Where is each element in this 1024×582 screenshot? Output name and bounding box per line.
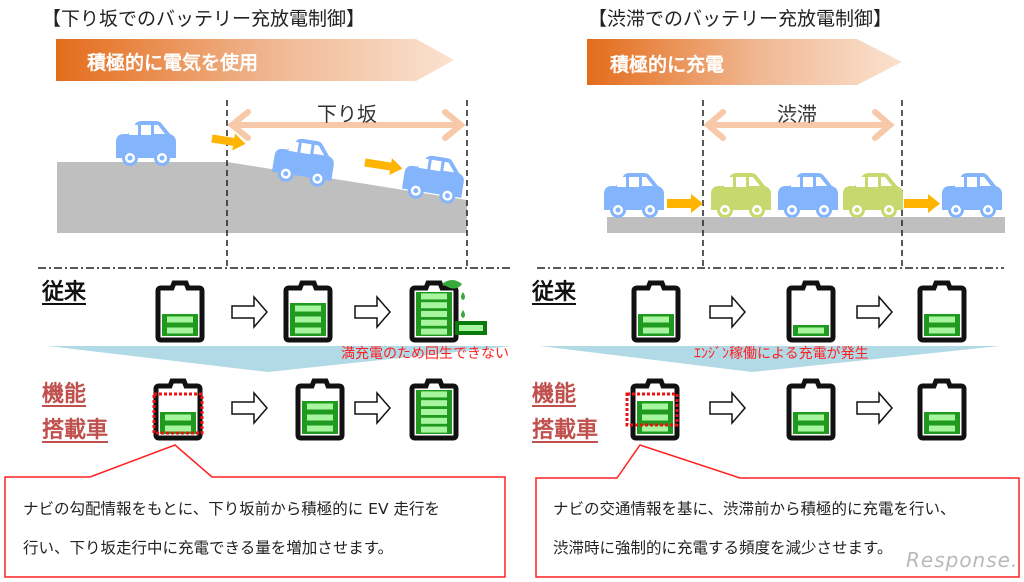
progress-arrow-icon <box>231 390 268 426</box>
left-banner-label: 積極的に電気を使用 <box>87 52 259 74</box>
right-function-battery-icon <box>917 378 967 441</box>
right-conventional-battery-icon <box>917 280 967 343</box>
movement-arrow-icon <box>211 133 246 151</box>
left-function-battery-icon <box>409 378 459 441</box>
movement-arrow-icon <box>667 194 703 213</box>
right-callout-box <box>535 444 1020 578</box>
downhill-scene <box>38 100 512 269</box>
car-icon <box>843 173 903 218</box>
traffic-range-arrow <box>703 109 895 141</box>
progress-arrow-icon <box>856 390 893 426</box>
left-function-battery-icon <box>295 378 345 441</box>
car-icon <box>711 173 771 218</box>
downhill-zone-label: 下り坂 <box>317 102 377 126</box>
left-function-label-1: 機能 <box>42 382 87 407</box>
car-icon <box>604 173 664 218</box>
left-conventional-battery-icon <box>409 280 459 343</box>
car-icon <box>942 173 1002 218</box>
traffic-jam-scene <box>537 100 1005 269</box>
right-callout-line-2: 渋滞時に強制的に充電する頻度を減少させます。 <box>553 539 893 557</box>
progress-arrow-icon <box>856 294 893 330</box>
car-icon <box>271 138 334 187</box>
left-callout-line-2: 行い、下り坂走行中に充電できる量を増加させます。 <box>23 539 394 557</box>
left-banner-arrow <box>56 39 454 81</box>
right-function-battery-icon <box>786 378 836 441</box>
movement-arrow-icon <box>904 194 940 213</box>
left-highlight-dotted-box <box>152 392 204 435</box>
left-function-label-2: 搭載車 <box>42 418 109 443</box>
callout-layer <box>4 444 1020 578</box>
right-comparison-funnel <box>540 346 1000 372</box>
left-comparison-funnel <box>48 346 512 372</box>
left-conventional-note: 満充電のため回生できない <box>341 346 509 362</box>
right-banner-label: 積極的に充電 <box>610 54 725 76</box>
car-icon <box>401 155 464 204</box>
car-icon <box>778 173 838 218</box>
progress-arrow-icon <box>354 390 391 426</box>
downhill-range-arrow <box>227 109 466 141</box>
progress-arrow-icon <box>354 294 391 330</box>
left-callout-line-1: ナビの勾配情報をもとに、下り坂前から積極的に EV 走行を <box>23 500 440 518</box>
movement-arrow-icon <box>364 158 403 175</box>
left-conventional-battery-icon <box>283 280 333 343</box>
right-function-label-2: 搭載車 <box>532 418 599 443</box>
right-banner-arrow <box>587 39 902 85</box>
flat-road <box>607 217 1005 233</box>
right-conventional-battery-icon <box>786 280 836 343</box>
progress-arrow-icon <box>709 294 746 330</box>
car-icon <box>116 121 176 166</box>
progress-arrow-icon <box>231 294 268 330</box>
right-function-label-1: 機能 <box>532 382 577 407</box>
battery-comparison-layer <box>48 280 1000 441</box>
right-function-battery-icon <box>630 378 680 441</box>
downhill-road <box>57 162 467 233</box>
right-conventional-label: 従来 <box>532 280 577 305</box>
left-section-title: 【下り坂でのバッテリー充放電制御】 <box>42 8 366 30</box>
right-conventional-note: ｴﾝｼﾞﾝ稼働による充電が発生 <box>694 346 869 362</box>
left-conventional-battery-icon <box>155 280 205 343</box>
right-conventional-battery-icon <box>631 280 681 343</box>
overflow-drip-icon <box>442 280 487 335</box>
response-watermark: Response. <box>906 548 1019 572</box>
right-callout-line-1: ナビの交通情報を基に、渋滞前から積極的に充電を行い、 <box>553 500 956 518</box>
left-callout-box <box>4 444 506 578</box>
right-section-title: 【渋滞でのバッテリー充放電制御】 <box>588 8 893 30</box>
right-highlight-dotted-box <box>625 392 679 427</box>
left-conventional-label: 従来 <box>42 280 87 305</box>
traffic-zone-label: 渋滞 <box>777 102 817 126</box>
progress-arrow-icon <box>709 390 746 426</box>
left-function-battery-icon <box>153 378 203 441</box>
